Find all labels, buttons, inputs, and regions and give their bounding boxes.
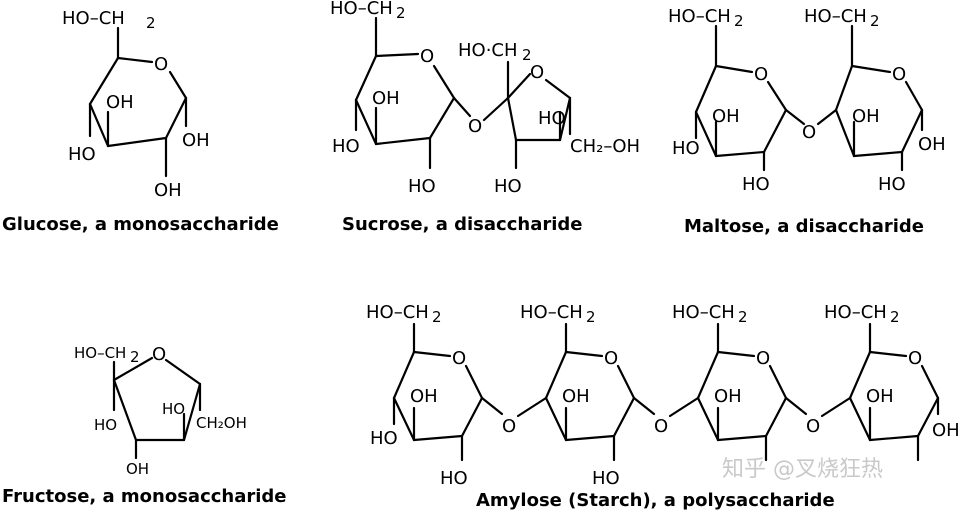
glucose-ho-label: HO–CH	[62, 8, 125, 29]
glucose-oh-c2: OH	[154, 180, 182, 201]
amylose-caption: Amylose (Starch), a polysaccharide	[476, 490, 835, 511]
watermark: 知乎 @叉烧狂热	[722, 457, 883, 482]
sucrose-ho-c2: HO	[408, 176, 436, 197]
sucrose-sub-2: 2	[396, 4, 406, 22]
amylose-unit-1: HO–CH 2 O HO OH HO	[366, 302, 484, 489]
sucrose-ch2-oh: CH₂–OH	[570, 136, 640, 157]
glucose-oh-c3: OH	[106, 92, 134, 113]
fructose-ho-c2: HO	[94, 416, 117, 434]
fructose-oh-c3: OH	[126, 460, 149, 478]
amylose-oh-c1-4: OH	[932, 420, 960, 441]
amylose-sub-2-4: 2	[890, 308, 900, 326]
sucrose-ho-c4-fru: HO	[538, 108, 566, 129]
amylose-unit-2: HO–CH 2 O OH HO	[520, 302, 636, 489]
amylose-sub-2-3: 2	[738, 308, 748, 326]
maltose-ho-ch2-left: HO–CH	[668, 6, 731, 27]
amylose-sub-2-2: 2	[586, 308, 596, 326]
maltose-structure: HO–CH 2 HO–CH 2 O HO OH HO O O OH OH HO	[668, 6, 946, 237]
fructose-caption: Fructose, a monosaccharide	[2, 486, 287, 507]
glucose-sub-2: 2	[146, 14, 156, 32]
maltose-ho-c2-right: HO	[878, 174, 906, 195]
maltose-ring-oxygen-left: O	[754, 64, 768, 85]
amylose-oh-c3-4: OH	[866, 386, 894, 407]
sucrose-ho-dot-ch2: HO·CH	[458, 40, 518, 61]
amylose-unit-4: HO–CH 2 O OH OH	[824, 302, 960, 462]
fructose-structure: HO–CH 2 O HO OH HO CH₂OH Fructose, a mon…	[2, 344, 287, 507]
fructose-sub-2: 2	[130, 348, 140, 366]
amylose-glycosidic-oxygen-3: O	[806, 416, 820, 437]
amylose-oh-c3-3: OH	[714, 386, 742, 407]
amylose-glycosidic-oxygen-1: O	[502, 416, 516, 437]
amylose-structure: HO–CH 2 O HO OH HO O HO–CH 2 O	[366, 302, 960, 511]
glucose-oh-c1: OH	[182, 130, 210, 151]
sucrose-ho-c4: HO	[332, 136, 360, 157]
sucrose-ho-ch2-label: HO–CH	[330, 0, 393, 19]
amylose-ho-ch2-4: HO–CH	[824, 302, 887, 323]
glucose-ho-c4: HO	[68, 144, 96, 165]
maltose-oh-c1-right: OH	[918, 134, 946, 155]
maltose-oh-c3-left: OH	[712, 106, 740, 127]
amylose-glycosidic-oxygen-2: O	[654, 416, 668, 437]
sucrose-structure: HO–CH 2 O HO OH HO O HO·CH 2 O HO HO CH₂…	[330, 0, 640, 235]
amylose-ho-c4-1: HO	[370, 428, 398, 449]
amylose-ho-ch2-2: HO–CH	[520, 302, 583, 323]
maltose-ho-ch2-right: HO–CH	[804, 6, 867, 27]
maltose-ring-oxygen-right: O	[892, 64, 906, 85]
fructose-ring-oxygen: O	[152, 344, 166, 365]
fructose-ch2oh: CH₂OH	[196, 414, 247, 432]
amylose-ho-c2-2: HO	[592, 468, 620, 489]
sucrose-sub-2b: 2	[522, 46, 532, 64]
amylose-ho-ch2-1: HO–CH	[366, 302, 429, 323]
amylose-ho-c2-1: HO	[440, 468, 468, 489]
glucose-ring-oxygen: O	[154, 54, 168, 75]
sucrose-ho-c3-fru: HO	[494, 176, 522, 197]
amylose-ring-oxygen-4: O	[908, 348, 922, 369]
amylose-sub-2-1: 2	[432, 308, 442, 326]
maltose-caption: Maltose, a disaccharide	[684, 216, 924, 237]
fructose-ho-c4: HO	[162, 400, 185, 418]
maltose-ho-c4-left: HO	[672, 138, 700, 159]
sucrose-oh-c3: OH	[372, 88, 400, 109]
fructose-ho-ch2: HO–CH	[74, 344, 126, 362]
maltose-ho-c2-left: HO	[742, 174, 770, 195]
maltose-oh-c3-right: OH	[852, 106, 880, 127]
amylose-ring-oxygen-3: O	[756, 348, 770, 369]
amylose-unit-3: HO–CH 2 O OH	[672, 302, 788, 462]
sucrose-fru-ring-oxygen: O	[530, 62, 544, 83]
amylose-ho-ch2-3: HO–CH	[672, 302, 735, 323]
sucrose-glu-ring-oxygen: O	[420, 46, 434, 67]
sucrose-glycosidic-oxygen: O	[468, 116, 482, 137]
maltose-sub-2-right: 2	[870, 12, 880, 30]
amylose-oh-c3-1: OH	[410, 386, 438, 407]
amylose-ring-oxygen-2: O	[604, 348, 618, 369]
amylose-oh-c3-2: OH	[562, 386, 590, 407]
maltose-glycosidic-oxygen: O	[802, 122, 816, 143]
glucose-structure: HO–CH 2 O OH OH OH HO Glucose, a monosac…	[2, 8, 279, 235]
amylose-ring-oxygen-1: O	[452, 348, 466, 369]
sucrose-caption: Sucrose, a disaccharide	[342, 214, 583, 235]
maltose-sub-2-left: 2	[734, 12, 744, 30]
glucose-caption: Glucose, a monosaccharide	[2, 214, 279, 235]
